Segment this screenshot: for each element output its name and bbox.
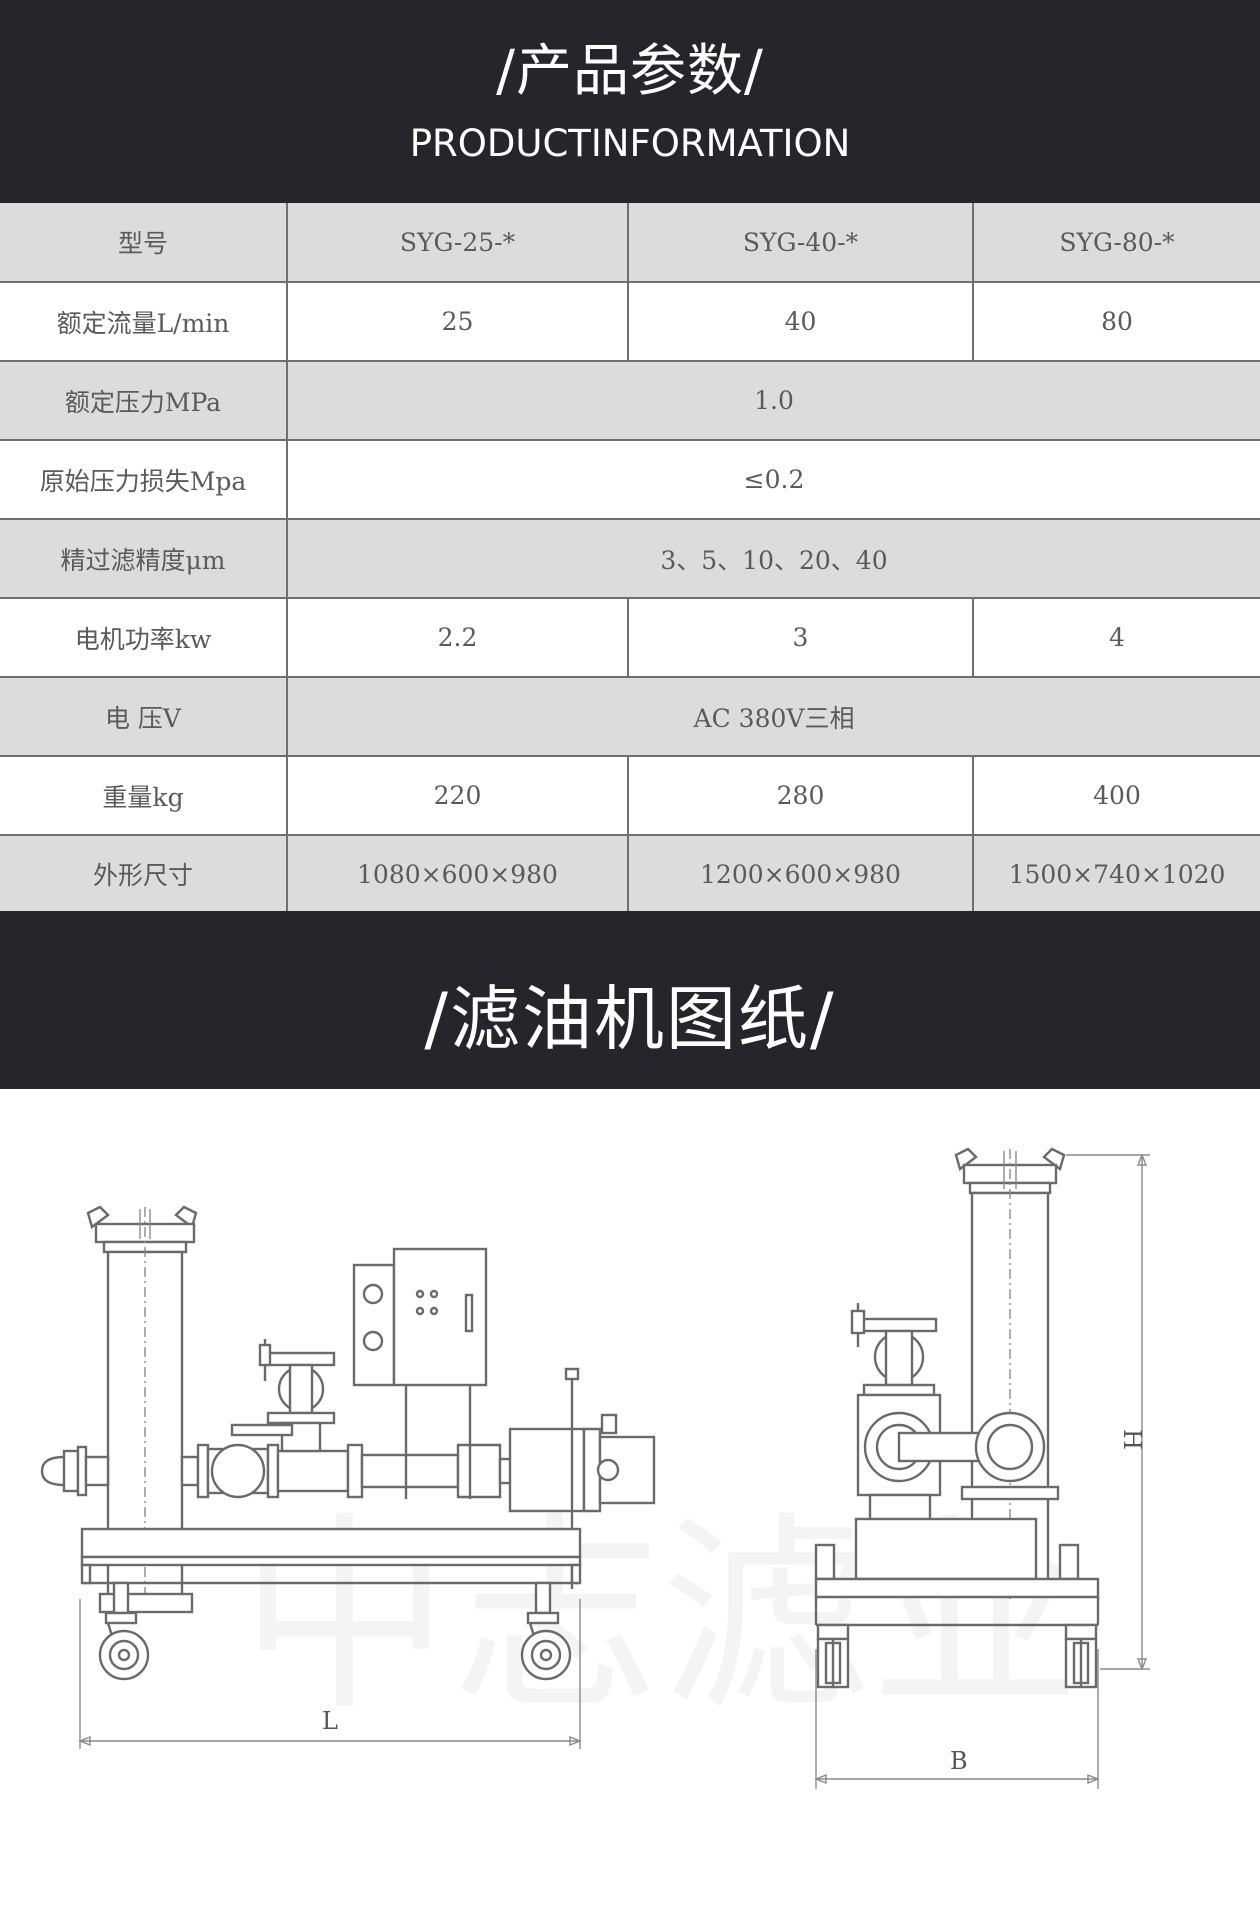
spec-cell: 1080×600×980 bbox=[286, 834, 629, 916]
spec-row-motor-power: 电机功率kw 2.2 3 4 bbox=[0, 597, 1260, 678]
motor bbox=[508, 1367, 656, 1589]
wheel bbox=[98, 1581, 150, 1681]
wheel bbox=[816, 1623, 850, 1689]
suction-pipe bbox=[180, 1443, 350, 1499]
spec-table: 型号 SYG-25-* SYG-40-* SYG-80-* 额定流量L/min … bbox=[0, 203, 1260, 916]
spec-row-model: 型号 SYG-25-* SYG-40-* SYG-80-* bbox=[0, 203, 1260, 283]
spec-cell: 3、5、10、20、40 bbox=[286, 518, 1260, 599]
spec-label: 精过滤精度μm bbox=[0, 518, 288, 599]
spec-cell: SYG-40-* bbox=[627, 203, 974, 283]
valve bbox=[850, 1303, 938, 1397]
spec-cell: SYG-25-* bbox=[286, 203, 629, 283]
spec-cell: 25 bbox=[286, 281, 629, 362]
spec-label: 额定压力MPa bbox=[0, 360, 288, 441]
control-box bbox=[352, 1247, 488, 1499]
spec-row-filtration: 精过滤精度μm 3、5、10、20、40 bbox=[0, 518, 1260, 599]
dim-length-label: L bbox=[322, 1707, 338, 1735]
spec-cell: SYG-80-* bbox=[972, 203, 1260, 283]
spec-label: 电机功率kw bbox=[0, 597, 288, 678]
dimension-width: B bbox=[814, 1649, 1100, 1789]
params-subtitle: PRODUCTINFORMATION bbox=[409, 122, 851, 165]
side-view: L bbox=[40, 1205, 656, 1749]
dimension-length: L bbox=[78, 1599, 582, 1749]
dim-width-label: B bbox=[950, 1747, 968, 1775]
spec-cell: 1200×600×980 bbox=[627, 834, 974, 916]
wheel bbox=[1064, 1623, 1098, 1689]
front-view: H B bbox=[814, 1147, 1150, 1789]
spec-cell: 220 bbox=[286, 755, 629, 836]
params-title: /产品参数/ bbox=[496, 39, 764, 104]
spec-label: 重量kg bbox=[0, 755, 288, 836]
spec-label: 额定流量L/min bbox=[0, 281, 288, 362]
drawing-banner: /滤油机图纸/ bbox=[0, 911, 1260, 1089]
spec-cell: 400 bbox=[972, 755, 1260, 836]
dimension-height: H bbox=[1066, 1153, 1150, 1671]
spec-label: 型号 bbox=[0, 203, 288, 283]
spec-cell: AC 380V三相 bbox=[286, 676, 1260, 757]
spec-cell: 280 bbox=[627, 755, 974, 836]
wheel bbox=[520, 1581, 572, 1681]
spec-row-pressure: 额定压力MPa 1.0 bbox=[0, 360, 1260, 441]
spec-cell: 1.0 bbox=[286, 360, 1260, 441]
oil-filter-machine-drawing: 中志滤业 bbox=[40, 1147, 1150, 1789]
spec-row-voltage: 电 压V AC 380V三相 bbox=[0, 676, 1260, 757]
technical-drawing: 中志滤业 bbox=[0, 1089, 1260, 1920]
spec-cell: 40 bbox=[627, 281, 974, 362]
spec-label: 原始压力损失Mpa bbox=[0, 439, 288, 520]
spec-cell: 1500×740×1020 bbox=[972, 834, 1260, 916]
spec-label: 电 压V bbox=[0, 676, 288, 757]
valve bbox=[230, 1339, 336, 1453]
drawing-title: /滤油机图纸/ bbox=[424, 978, 836, 1060]
spec-row-pressure-loss: 原始压力损失Mpa ≤0.2 bbox=[0, 439, 1260, 520]
spec-label: 外形尺寸 bbox=[0, 834, 288, 916]
frame bbox=[80, 1527, 582, 1585]
spec-row-dimensions: 外形尺寸 1080×600×980 1200×600×980 1500×740×… bbox=[0, 834, 1260, 916]
spec-cell: 4 bbox=[972, 597, 1260, 678]
spec-row-weight: 重量kg 220 280 400 bbox=[0, 755, 1260, 836]
spec-cell: ≤0.2 bbox=[286, 439, 1260, 520]
spec-cell: 80 bbox=[972, 281, 1260, 362]
dim-height-label: H bbox=[1118, 1429, 1146, 1450]
spec-row-flow: 额定流量L/min 25 40 80 bbox=[0, 281, 1260, 362]
spec-cell: 3 bbox=[627, 597, 974, 678]
params-banner: /产品参数/ PRODUCTINFORMATION bbox=[0, 0, 1260, 203]
pump-assembly bbox=[346, 1443, 518, 1499]
frame bbox=[814, 1517, 1100, 1627]
inlet-pipe bbox=[40, 1445, 110, 1497]
spec-cell: 2.2 bbox=[286, 597, 629, 678]
